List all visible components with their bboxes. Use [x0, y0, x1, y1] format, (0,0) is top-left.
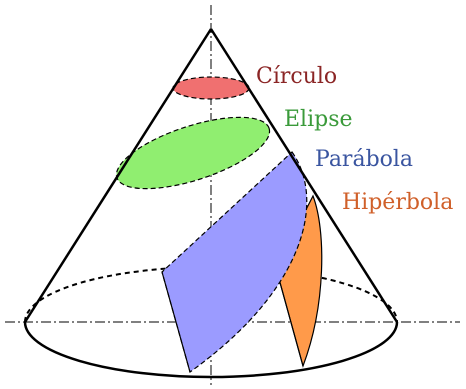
cone-right-side	[209, 28, 399, 323]
cone-left-side	[23, 28, 213, 323]
hyperbola-label: Hipérbola	[342, 190, 453, 215]
ellipse-label: Elipse	[284, 107, 353, 132]
parabola-plane-edge	[161, 271, 191, 373]
circle-section	[172, 76, 250, 100]
ellipse-section	[115, 116, 271, 190]
circle-label: Círculo	[256, 64, 337, 89]
cone-base-back	[24, 266, 398, 323]
hyperbola-plane-edge	[275, 267, 304, 367]
cone-base-front	[23, 321, 399, 379]
parabola-label: Parábola	[315, 147, 413, 172]
parabola-section	[161, 151, 308, 373]
